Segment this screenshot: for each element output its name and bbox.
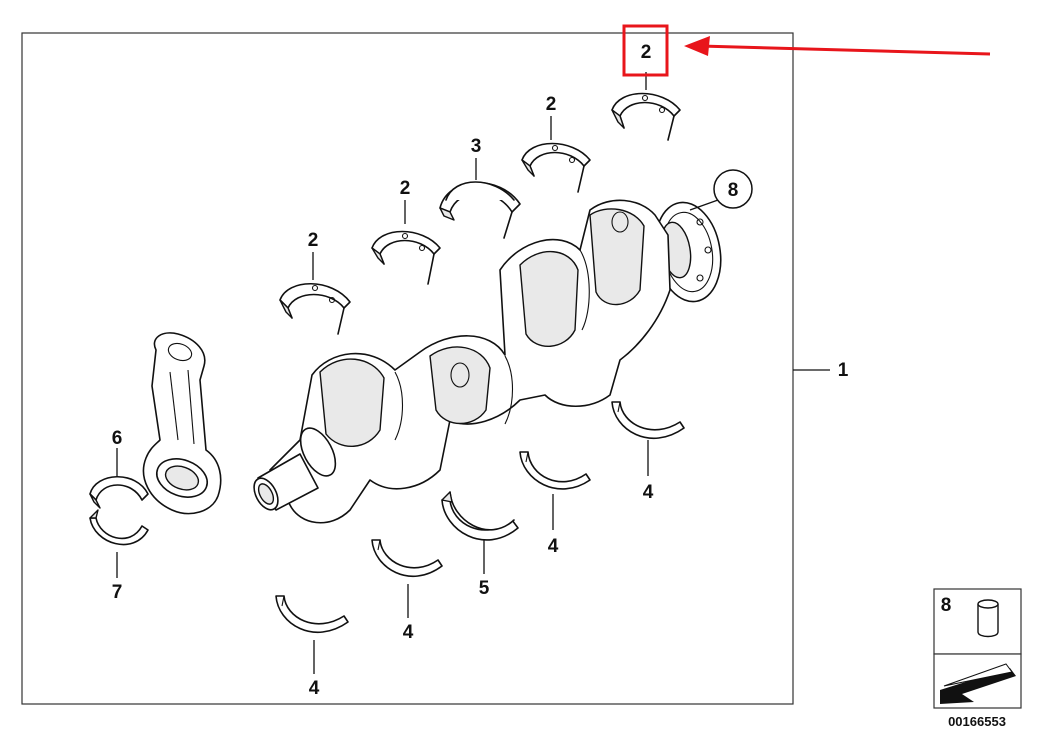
bearing-shell-icon[interactable] — [441, 491, 519, 541]
connecting-rod-icon[interactable] — [142, 332, 222, 515]
highlight-box — [622, 24, 669, 77]
crankshaft-icon[interactable] — [249, 197, 728, 524]
callout-2[interactable]: 2 — [400, 178, 411, 199]
arrow-icon — [684, 36, 991, 56]
drawing-number: 00166553 — [948, 714, 1006, 729]
bearing-shell-icon[interactable] — [89, 475, 149, 509]
bearing-shell-icon[interactable] — [279, 282, 351, 335]
diagram-frame — [21, 32, 794, 705]
bearing-shell-icon[interactable] — [371, 230, 441, 285]
bearing-shell-icon[interactable] — [371, 539, 443, 577]
bearing-shell-icon[interactable] — [439, 181, 521, 239]
callout-6[interactable]: 6 — [112, 428, 123, 449]
bearing-shell-icon[interactable] — [89, 509, 149, 546]
dowel-pin-icon — [977, 599, 999, 638]
callout-2-highlighted[interactable]: 2 — [641, 42, 652, 63]
bearing-shell-icon[interactable] — [611, 401, 685, 439]
callout-4[interactable]: 4 — [403, 622, 414, 643]
callout-3[interactable]: 3 — [471, 136, 482, 157]
arrow-icon — [940, 663, 1016, 704]
leader-lines — [116, 72, 830, 674]
callout-8[interactable]: 8 — [728, 180, 739, 201]
bearing-shell-icon[interactable] — [521, 142, 591, 193]
callout-4[interactable]: 4 — [643, 482, 654, 503]
callout-7[interactable]: 7 — [112, 582, 123, 603]
legend-item-number: 8 — [941, 595, 952, 616]
callout-1[interactable]: 1 — [838, 360, 849, 381]
bearing-shell-icon[interactable] — [519, 451, 591, 490]
bearing-shell-icon[interactable] — [611, 92, 681, 141]
callout-8-circle — [713, 169, 753, 209]
callout-4[interactable]: 4 — [548, 536, 559, 557]
callout-4[interactable]: 4 — [309, 678, 320, 699]
callout-5[interactable]: 5 — [479, 578, 490, 599]
callout-2[interactable]: 2 — [308, 230, 319, 251]
bearing-shell-icon[interactable] — [275, 595, 349, 633]
callout-2[interactable]: 2 — [546, 94, 557, 115]
legend-box: 8 00166553 — [933, 588, 1022, 729]
